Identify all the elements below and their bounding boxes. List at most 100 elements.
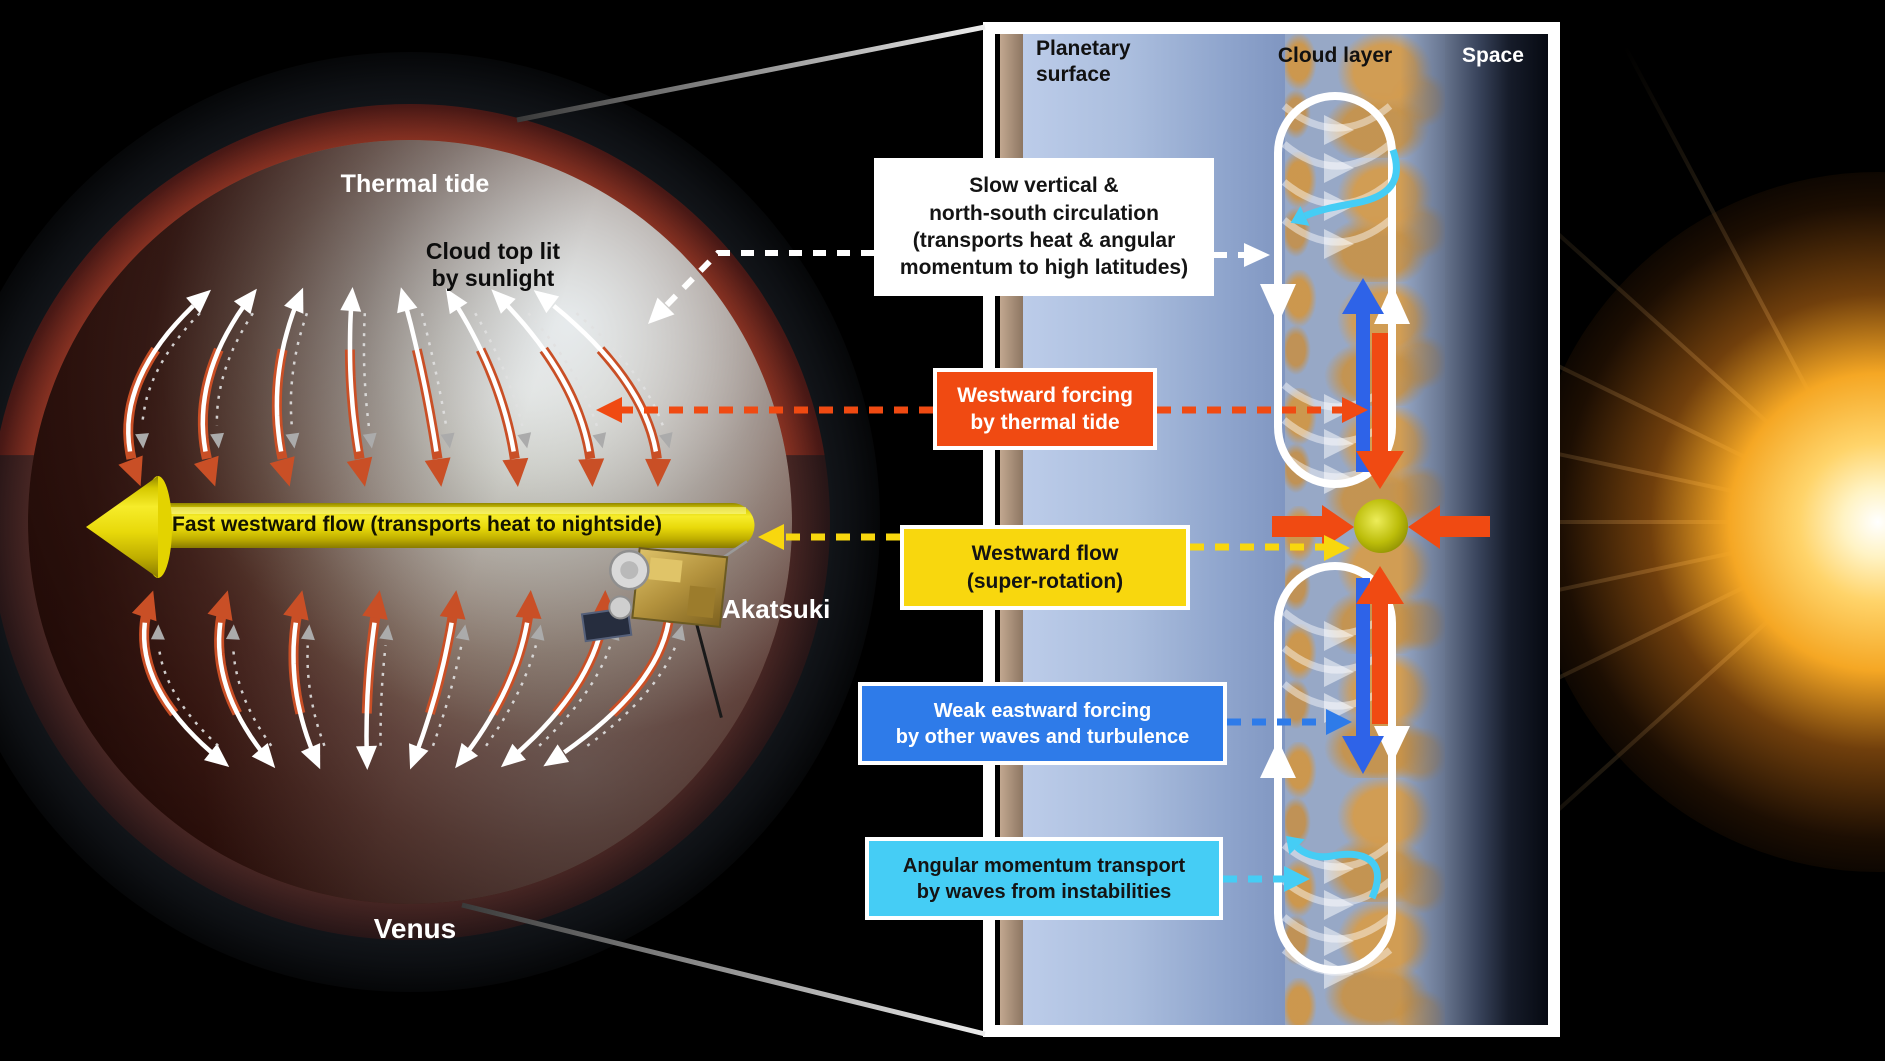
weak-flow-arrowhead — [150, 624, 165, 640]
equatorward-arrowhead — [131, 590, 157, 622]
weak-flow-arrowhead — [440, 432, 455, 449]
callout-line: Westward forcing — [957, 383, 1133, 407]
equatorward-arrowhead — [515, 590, 542, 619]
weak-flow-arrowhead — [455, 624, 470, 641]
callout-line: momentum to high latitudes) — [899, 256, 1189, 280]
equatorward-arrowhead — [346, 456, 373, 487]
weak-flow-dotted — [215, 312, 254, 426]
callout-circulation: Slow vertical & north-south circulation … — [874, 158, 1214, 296]
poleward-arrowhead — [500, 743, 526, 768]
poleward-arrowhead — [455, 742, 479, 769]
weak-flow-arrowhead — [671, 624, 686, 641]
equatorward-arrowhead — [194, 455, 219, 487]
callout-line: (super-rotation) — [966, 569, 1124, 593]
poleward-arrow — [454, 304, 516, 452]
planetary-surface-label: Planetary surface — [1036, 36, 1131, 89]
weak-flow-arrowhead — [659, 432, 673, 449]
poleward-arrowhead — [356, 745, 377, 770]
wave-shell-arrowhead — [1324, 890, 1354, 920]
callout-line: Weak eastward forcing — [933, 699, 1152, 722]
surface-line1: Planetary — [1036, 37, 1131, 60]
wave-shell-arrowhead — [1324, 854, 1354, 884]
poleward-arrow — [216, 622, 264, 754]
callout-eastward-forcing: Weak eastward forcing by other waves and… — [858, 682, 1227, 765]
weak-flow-arrowhead — [210, 432, 224, 449]
weak-flow-arrowhead — [530, 624, 545, 641]
poleward-arrowhead — [409, 743, 429, 770]
poleward-arrow — [291, 622, 316, 754]
poleward-arrow — [274, 305, 298, 452]
space-label: Space — [1462, 44, 1524, 67]
wave-shell-arrowhead — [1324, 621, 1354, 651]
callout-westward-flow: Westward flow (super-rotation) — [900, 525, 1190, 610]
weak-flow-dotted — [474, 312, 524, 427]
poleward-arrowhead — [204, 743, 230, 767]
akatsuki-label: Akatsuki — [722, 594, 831, 624]
weak-flow-dotted — [231, 645, 273, 747]
poleward-arrow — [126, 304, 195, 452]
weak-flow-dotted — [527, 312, 599, 427]
zoom-connector-top — [516, 24, 986, 123]
equatorward-arrowhead — [645, 458, 672, 487]
callout-westward-forcing: Westward forcing by thermal tide — [933, 368, 1157, 450]
weak-flow-arrowhead — [135, 433, 149, 449]
callout-line: north-south circulation — [929, 201, 1159, 225]
poleward-arrowhead — [340, 287, 362, 312]
cloud-layer-label: Cloud layer — [1277, 44, 1393, 67]
callout-line: Slow vertical & — [969, 174, 1119, 198]
weak-flow-dotted — [431, 645, 463, 747]
weak-flow-arrowhead — [225, 624, 240, 640]
wave-shell-arrowhead — [1324, 115, 1354, 145]
callout-connectors — [596, 243, 1368, 892]
wave-shell-arrowhead — [1324, 429, 1354, 459]
cloud-top-line2: by sunlight — [431, 265, 555, 292]
loop-up-arrowhead — [1260, 740, 1296, 778]
wave-shell-arrowhead — [1324, 926, 1354, 956]
callout-line: Angular momentum transport — [902, 854, 1186, 877]
weak-flow-dotted — [485, 645, 538, 747]
poleward-arrow — [141, 622, 213, 754]
callout-momentum-transport: Angular momentum transport by waves from… — [865, 837, 1223, 920]
poleward-arrow — [505, 304, 592, 452]
poleward-arrow — [414, 622, 454, 754]
weak-flow-arrowhead — [592, 432, 607, 449]
poleward-arrowhead — [445, 288, 468, 315]
akatsuki-spacecraft — [580, 540, 748, 718]
equatorward-arrow — [488, 615, 534, 716]
weak-flow-dotted — [379, 645, 387, 746]
weak-flow-arrowhead — [379, 624, 394, 641]
fast-westward-flow-label: Fast westward flow (transports heat to n… — [172, 513, 663, 536]
callout-line: by waves from instabilities — [916, 880, 1172, 903]
poleward-arrowhead — [233, 288, 257, 315]
poleward-arrowhead — [491, 289, 516, 314]
callout-line: by other waves and turbulence — [895, 725, 1190, 748]
poleward-arrow — [562, 622, 671, 755]
vertical-forcing-arrows — [1342, 278, 1404, 774]
callout-line: Westward flow — [971, 542, 1119, 566]
equatorward-arrowhead — [424, 457, 451, 487]
poleward-arrowhead — [251, 743, 276, 769]
callout-line: by thermal tide — [970, 411, 1120, 434]
poleward-arrow — [347, 305, 361, 452]
poleward-arrow — [465, 622, 530, 754]
weak-flow-dotted — [141, 312, 201, 427]
zoom-connector-bottom — [461, 902, 986, 1037]
equatorward-arrowhead — [578, 458, 605, 487]
poleward-arrowhead — [543, 744, 570, 767]
wave-shell-arrowhead — [1324, 229, 1354, 259]
equatorward-arrowhead — [207, 590, 233, 621]
weak-flow-arrowhead — [362, 432, 377, 449]
poleward-arrow — [200, 304, 246, 452]
equatorward-arrowhead — [118, 455, 143, 487]
weak-flow-dotted — [306, 645, 326, 747]
cloud-top-label: Cloud top lit by sunlight — [393, 238, 593, 292]
callout-line: (transports heat & angular — [912, 229, 1176, 252]
instability-wave-arrows — [1286, 148, 1400, 900]
weak-flow-dotted — [289, 312, 309, 427]
poleward-arrow — [516, 622, 605, 754]
thermal-tide-label: Thermal tide — [340, 170, 490, 198]
poleward-arrowhead — [300, 743, 321, 770]
loop-down-arrowhead — [1374, 726, 1410, 764]
momentum-convergence — [1272, 499, 1490, 553]
